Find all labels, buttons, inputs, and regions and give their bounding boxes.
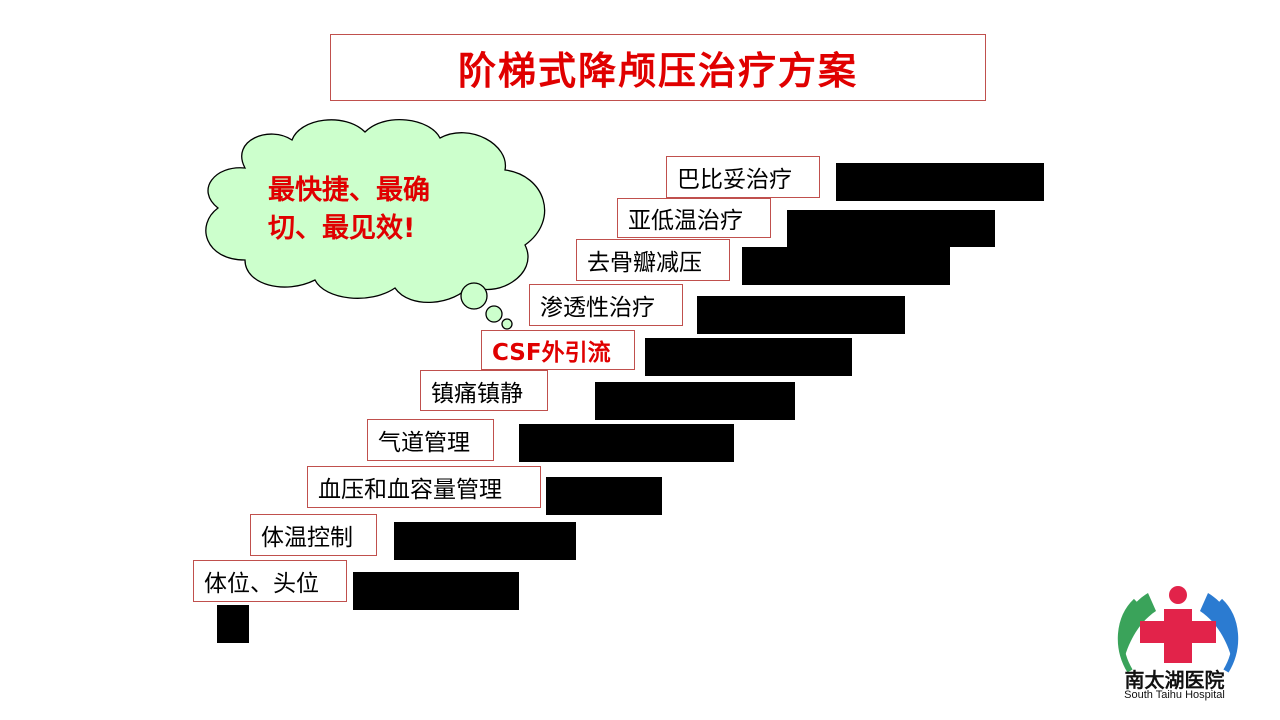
redacted-bar-5 — [645, 338, 852, 376]
redacted-bar-1 — [836, 163, 1044, 201]
redacted-bar-4 — [697, 296, 905, 334]
step-body-head-position: 体位、头位 — [193, 560, 347, 602]
cloud-line-2: 切、最见效! — [268, 213, 416, 244]
cloud-bubble-small — [501, 318, 513, 330]
title-box: 阶梯式降颅压治疗方案 — [330, 34, 986, 101]
cloud-line-1: 最快捷、最确 — [268, 175, 430, 206]
redacted-bar-10 — [353, 572, 519, 610]
redacted-bar-3 — [742, 247, 950, 285]
cloud-bubble-large — [460, 282, 488, 310]
page-title: 阶梯式降颅压治疗方案 — [457, 49, 858, 93]
step-temperature: 体温控制 — [250, 514, 377, 556]
step-csf-drainage: CSF外引流 — [481, 330, 635, 370]
redacted-bar-2 — [787, 210, 995, 247]
cloud-shape — [205, 119, 546, 303]
hospital-name-cn: 南太湖医院 — [1124, 668, 1225, 692]
cloud-text: 最快捷、最确 切、最见效! — [268, 172, 478, 248]
hospital-logo-icon — [1117, 586, 1239, 673]
step-osmotic: 渗透性治疗 — [529, 284, 683, 326]
redacted-bar-8 — [546, 477, 662, 515]
redacted-bar-7 — [519, 424, 734, 462]
step-hypothermia: 亚低温治疗 — [617, 198, 771, 238]
redacted-bar-6 — [595, 382, 795, 420]
step-decompression: 去骨瓣减压 — [576, 239, 730, 281]
step-airway: 气道管理 — [367, 419, 494, 461]
redacted-bar-11 — [217, 605, 249, 643]
step-blood-pressure-volume: 血压和血容量管理 — [307, 466, 541, 508]
step-analgesia-sedation: 镇痛镇静 — [420, 370, 548, 411]
redacted-bar-9 — [394, 522, 576, 560]
step-barbiturate: 巴比妥治疗 — [666, 156, 820, 198]
cloud-bubble-medium — [485, 305, 503, 323]
hospital-name-en: South Taihu Hospital — [1124, 689, 1225, 701]
